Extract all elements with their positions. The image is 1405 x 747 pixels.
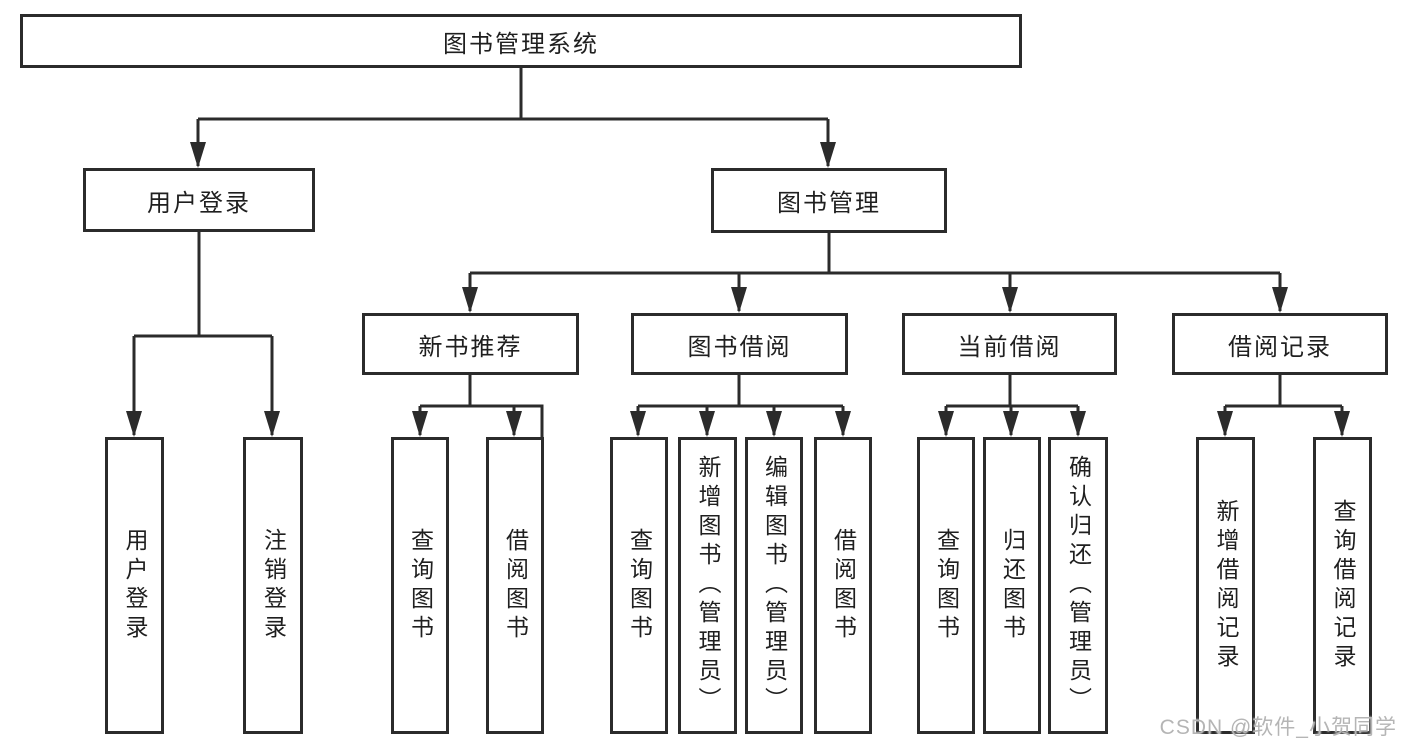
node-current-borrow-label: 当前借阅 — [957, 333, 1062, 361]
leaf-borrow-books: 借阅图书 — [814, 437, 872, 734]
leaf-add-books-admin: 新增图书（管理员） — [678, 437, 737, 734]
node-book-management: 图书管理 — [711, 168, 947, 233]
leaf-user-login-label: 用户登录 — [122, 527, 148, 644]
node-root-label: 图书管理系统 — [443, 30, 599, 58]
node-new-book-recommend: 新书推荐 — [362, 313, 579, 375]
leaf-query-books-borrow-label: 查询图书 — [626, 527, 653, 644]
node-book-borrow-label: 图书借阅 — [687, 333, 792, 361]
leaf-query-books-recommend-label: 查询图书 — [407, 527, 434, 644]
leaf-confirm-return-admin: 确认归还（管理员） — [1048, 437, 1108, 734]
leaf-logout: 注销登录 — [243, 437, 303, 734]
leaf-borrow-books-recommend: 借阅图书 — [486, 437, 544, 734]
node-book-management-label: 图书管理 — [777, 190, 881, 217]
leaf-confirm-return-admin-label: 确认归还（管理员） — [1065, 455, 1092, 716]
leaf-query-books-borrow: 查询图书 — [610, 437, 668, 734]
leaf-query-books-current-label: 查询图书 — [933, 527, 960, 644]
node-user-login: 用户登录 — [83, 168, 315, 232]
leaf-user-login: 用户登录 — [105, 437, 164, 734]
leaf-return-books-label: 归还图书 — [999, 527, 1026, 644]
node-root-system: 图书管理系统 — [20, 14, 1022, 68]
node-borrow-records: 借阅记录 — [1172, 313, 1388, 375]
leaf-borrow-books-recommend-label: 借阅图书 — [502, 527, 529, 644]
node-book-borrow: 图书借阅 — [631, 313, 848, 375]
leaf-return-books: 归还图书 — [983, 437, 1041, 734]
leaf-borrow-books-label: 借阅图书 — [830, 527, 857, 644]
leaf-query-books-current: 查询图书 — [917, 437, 975, 734]
leaf-query-books-recommend: 查询图书 — [391, 437, 449, 734]
node-current-borrow: 当前借阅 — [902, 313, 1117, 375]
leaf-add-borrow-record: 新增借阅记录 — [1196, 437, 1255, 734]
node-new-book-recommend-label: 新书推荐 — [418, 333, 523, 361]
leaf-add-books-admin-label: 新增图书（管理员） — [695, 455, 721, 716]
node-user-login-label: 用户登录 — [147, 189, 251, 217]
leaf-logout-label: 注销登录 — [260, 527, 287, 644]
leaf-query-borrow-record-label: 查询借阅记录 — [1330, 498, 1356, 673]
leaf-edit-books-admin: 编辑图书（管理员） — [745, 437, 803, 734]
node-borrow-records-label: 借阅记录 — [1228, 333, 1332, 361]
leaf-edit-books-admin-label: 编辑图书（管理员） — [761, 455, 788, 716]
csdn-watermark: CSDN @软件_小贺同学 — [1159, 716, 1397, 739]
leaf-add-borrow-record-label: 新增借阅记录 — [1213, 498, 1239, 673]
arrowhead-icons — [126, 142, 1350, 437]
leaf-query-borrow-record: 查询借阅记录 — [1313, 437, 1372, 734]
